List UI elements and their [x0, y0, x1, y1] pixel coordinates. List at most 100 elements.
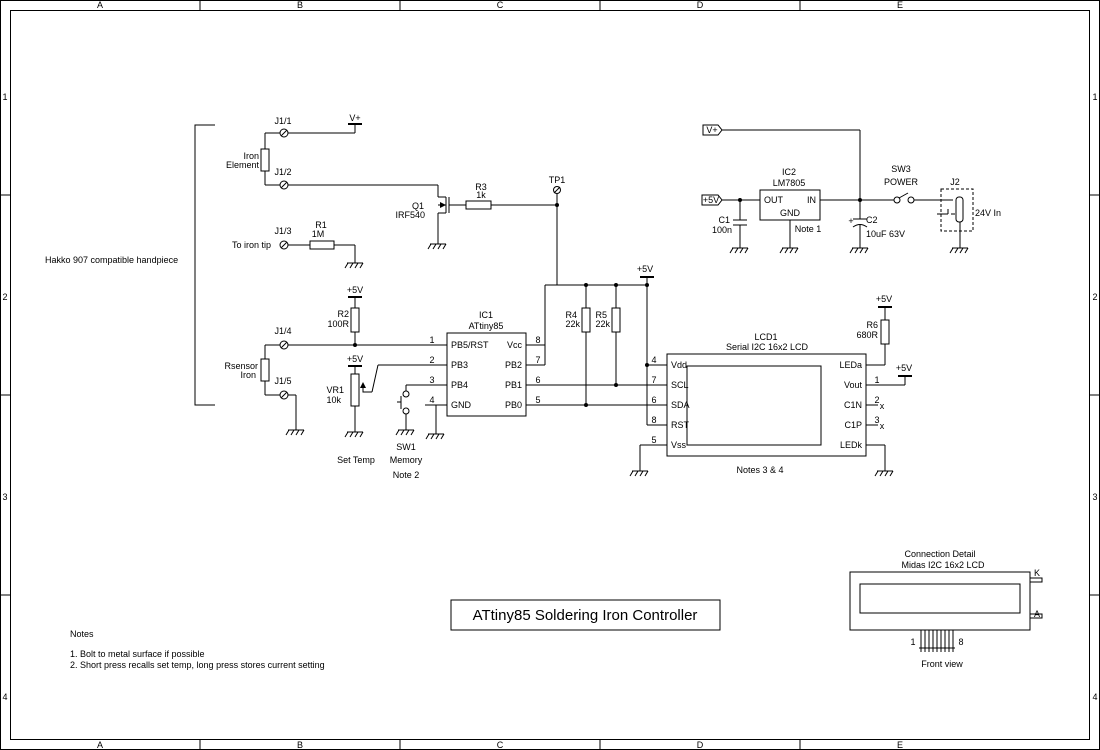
- ic1-pin7-name: PB2: [505, 360, 522, 370]
- iron-element-resistor: [260, 148, 270, 172]
- r2-5v-label: +5V: [347, 285, 363, 295]
- iron-element-label-1: Iron: [243, 151, 259, 161]
- ic1-ref: IC1: [479, 310, 493, 320]
- lcd1-pin6-number: 6: [651, 395, 656, 405]
- j2-pin: [955, 196, 964, 223]
- r6-resistor: [880, 319, 890, 345]
- lcd1-pin8-number: 8: [651, 415, 656, 425]
- sw3-contact-right: [907, 196, 915, 204]
- r5-value: 22k: [595, 319, 610, 329]
- k-terminal-label: K: [1034, 568, 1040, 578]
- r3-ref: R3: [475, 182, 487, 192]
- r3-value: 1k: [476, 190, 486, 200]
- lcd-pin-header: [919, 630, 955, 652]
- sw1-note: Note 2: [393, 470, 420, 480]
- front-view-label: Front view: [921, 659, 963, 669]
- i2c-bus: +5V R4 22k R5 22k: [544, 264, 667, 426]
- sw1-contact-bottom: [402, 407, 410, 415]
- col-label-b-bottom: B: [297, 740, 303, 750]
- r4-resistor: [581, 307, 591, 333]
- lcd1-pin7-number: 7: [651, 375, 656, 385]
- ic1-attiny85: IC1 ATtiny85 1 2 3 4 PB5/RST PB3 PB4 GND…: [425, 310, 545, 417]
- vplus-port-label: V+: [706, 125, 717, 135]
- lcd1-pin-ledk: LEDk: [840, 440, 863, 450]
- j1-1-label: J1/1: [274, 116, 291, 126]
- ic1-pin6-name: PB1: [505, 380, 522, 390]
- ic1-pin6-number: 6: [535, 375, 540, 385]
- lcd1-pin4-number: 4: [651, 355, 656, 365]
- r1-ref: R1: [315, 220, 327, 230]
- col-label-a: A: [97, 0, 103, 10]
- vr1-5v-label: +5V: [347, 354, 363, 364]
- q1-value: IRF540: [395, 210, 425, 220]
- row-label-2: 2: [2, 292, 7, 302]
- q1-mosfet-symbol: [437, 196, 466, 238]
- ic2-note: Note 1: [795, 224, 822, 234]
- rsensor-label-2: Iron: [240, 370, 256, 380]
- lcd1-pin2-number: 2: [874, 395, 879, 405]
- ic1-pin3-name: PB4: [451, 380, 468, 390]
- row-label-3: 3: [2, 492, 7, 502]
- r4-value: 22k: [565, 319, 580, 329]
- j2-outline: [940, 188, 974, 232]
- sw3-ref: SW3: [891, 164, 911, 174]
- sw3-value: POWER: [884, 177, 919, 187]
- lcd1-c1p-nc: x: [880, 421, 885, 431]
- q1-ref: Q1: [412, 201, 424, 211]
- lcd-pin-last: 8: [958, 637, 963, 647]
- a-terminal-label: A: [1034, 609, 1040, 619]
- row-label-1-right: 1: [1092, 92, 1097, 102]
- ic2-gnd-label: GND: [780, 208, 801, 218]
- lcd1-pin-c1n: C1N: [844, 400, 862, 410]
- ic2-out-label: OUT: [764, 195, 784, 205]
- heater-drive: V+ Q1 IRF540 R3 1k TP1: [288, 113, 565, 366]
- handpiece-label: Hakko 907 compatible handpiece: [45, 255, 178, 265]
- vr1-value: 10k: [326, 395, 341, 405]
- connection-detail-subtitle: Midas I2C 16x2 LCD: [901, 560, 985, 570]
- ic1-pin3-number: 3: [429, 375, 434, 385]
- row-label-1: 1: [2, 92, 7, 102]
- ic1-value: ATtiny85: [469, 321, 504, 331]
- notes-block: Notes 1. Bolt to metal surface if possib…: [70, 629, 325, 670]
- r2-ref: R2: [337, 309, 349, 319]
- ic1-body: [446, 332, 527, 417]
- p5v-port-label: +5V: [703, 195, 719, 205]
- lcd1-pin5-number: 5: [651, 435, 656, 445]
- c2-polarity: +: [848, 216, 853, 226]
- vplus-port-flag: [702, 124, 723, 136]
- ic1-pin7-number: 7: [535, 355, 540, 365]
- col-label-c-bottom: C: [497, 740, 504, 750]
- lcd1-pin-vss: Vss: [671, 440, 687, 450]
- lcd-outline-window: [859, 583, 1021, 614]
- col-label-b: B: [297, 0, 303, 10]
- rsensor-resistor: [260, 358, 270, 382]
- lcd1-c1n-nc: x: [880, 401, 885, 411]
- row-label-4: 4: [2, 692, 7, 702]
- r6-5v-label: +5V: [876, 294, 892, 304]
- r6-value: 680R: [856, 330, 878, 340]
- col-label-e: E: [897, 0, 903, 10]
- lcd1-pin1-number: 1: [874, 375, 879, 385]
- ic1-pin4-number: 4: [429, 395, 434, 405]
- lcd1-pin-vdd: Vdd: [671, 360, 687, 370]
- ic1-pin2-name: PB3: [451, 360, 468, 370]
- r1-resistor: [309, 240, 335, 250]
- ic2-ref: IC2: [782, 167, 796, 177]
- lcd1-ref: LCD1: [754, 332, 777, 342]
- ic1-pin1-name: PB5/RST: [451, 340, 489, 350]
- c1-value: 100n: [712, 225, 732, 235]
- vout-5v-label: +5V: [896, 363, 912, 373]
- iron-element-label-2: Element: [226, 160, 260, 170]
- r4-ref: R4: [565, 310, 577, 320]
- vr1-potentiometer: [350, 373, 360, 407]
- j1-4-label: J1/4: [274, 326, 291, 336]
- ic1-5v-label: +5V: [637, 264, 653, 274]
- r2-resistor: [350, 307, 360, 333]
- ic1-pin5-name: PB0: [505, 400, 522, 410]
- ic1-pin2-number: 2: [429, 355, 434, 365]
- c1-ref: C1: [718, 215, 730, 225]
- note-2: 2. Short press recalls set temp, long pr…: [70, 660, 325, 670]
- r5-ref: R5: [595, 310, 607, 320]
- ic1-pin8-name: Vcc: [507, 340, 523, 350]
